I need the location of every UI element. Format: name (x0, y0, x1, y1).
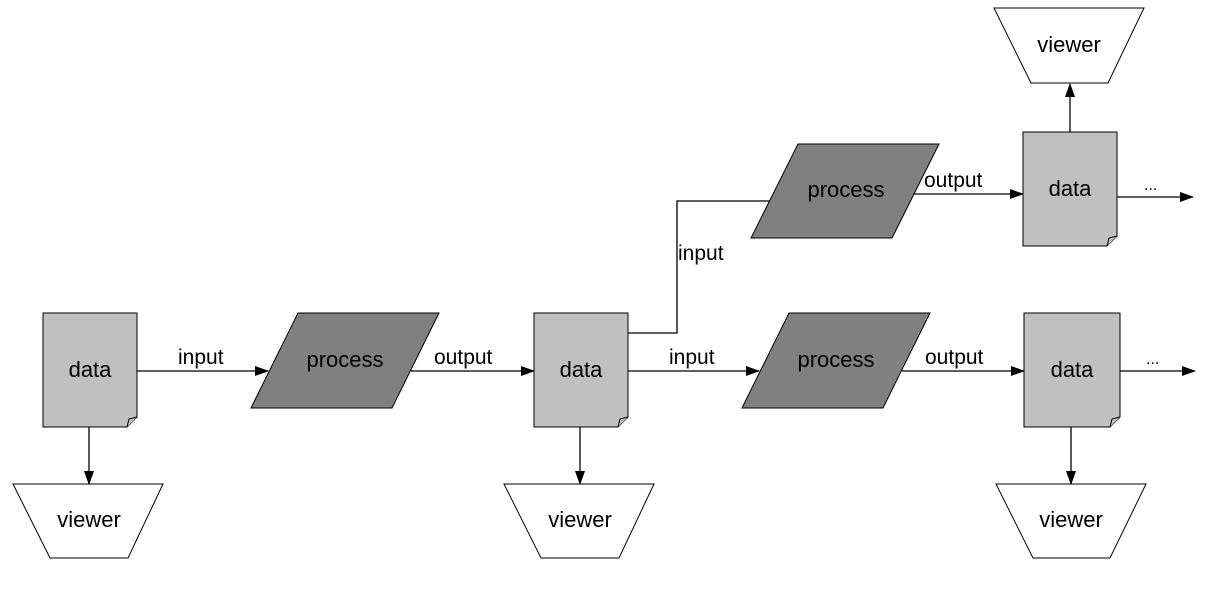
trapezoid-shape (503, 483, 655, 559)
trapezoid-shape (993, 7, 1145, 84)
viewer-node-1: viewer (12, 483, 164, 559)
data-node-2: data (533, 312, 629, 428)
edge-label-input: input (669, 346, 715, 369)
data-node-1: data (42, 312, 138, 428)
edge-labels: input output input output input output .… (178, 169, 1159, 369)
parallelogram-shape (741, 312, 931, 409)
edge-label-input: input (678, 242, 724, 265)
trapezoid-shape (995, 483, 1147, 559)
edge-label-continue: ... (1146, 351, 1159, 368)
edge-label-output: output (924, 169, 983, 192)
edge-label-input: input (178, 346, 224, 369)
process-label: process (306, 347, 383, 372)
viewer-label: viewer (1039, 507, 1103, 532)
parallelogram-shape (250, 312, 440, 409)
edges (84, 83, 1196, 485)
edge-data2-process2 (628, 200, 769, 334)
data-label: data (69, 357, 113, 382)
process-node-3: process (741, 312, 931, 409)
viewer-node-2: viewer (503, 483, 655, 559)
viewer-node-4: viewer (993, 7, 1145, 84)
data-label: data (1051, 357, 1095, 382)
process-node-2: process (750, 143, 940, 239)
data-node-4: data (1023, 312, 1121, 428)
edge-label-continue: ... (1144, 177, 1157, 194)
trapezoid-shape (12, 483, 164, 559)
process-label: process (797, 347, 874, 372)
process-label: process (807, 177, 884, 202)
data-label: data (1049, 176, 1093, 201)
edge-label-output: output (434, 346, 493, 369)
viewer-label: viewer (1037, 32, 1101, 57)
process-node-1: process (250, 312, 440, 409)
viewer-label: viewer (57, 507, 121, 532)
edge-label-output: output (925, 346, 984, 369)
data-node-3: data (1022, 131, 1118, 247)
viewer-label: viewer (548, 507, 612, 532)
viewer-node-3: viewer (995, 483, 1147, 559)
data-label: data (560, 357, 604, 382)
parallelogram-shape (750, 143, 940, 239)
